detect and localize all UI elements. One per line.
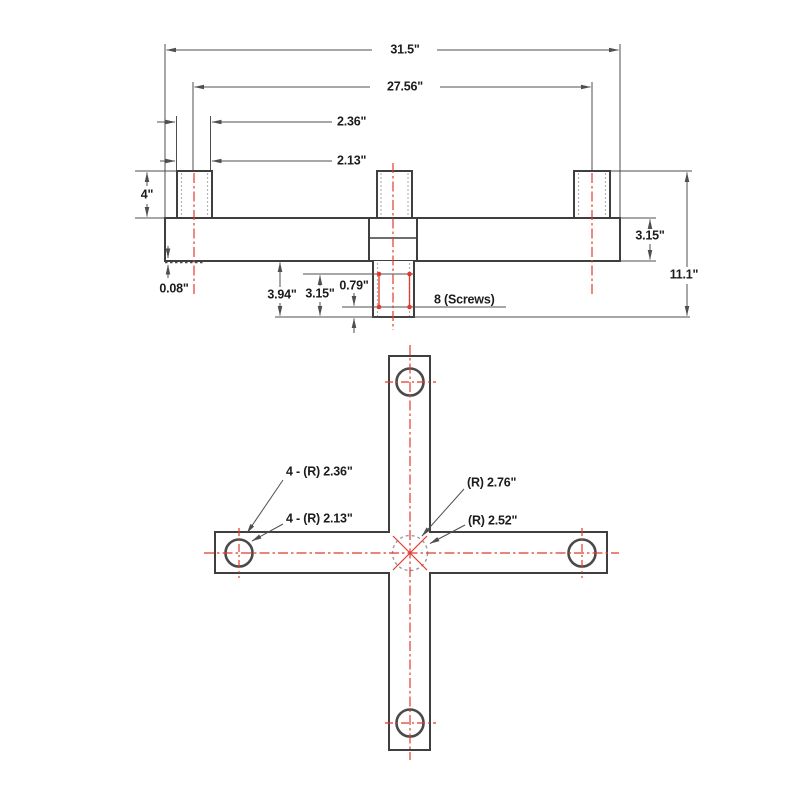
dim-label-overall-width: 31.5" — [387, 43, 423, 57]
radius-label-corner-inner: 4 - (R) 2.13" — [286, 511, 353, 526]
dim-label-overall-height: 11.1" — [666, 268, 702, 282]
radius-label-corner-outer: 4 - (R) 2.36" — [286, 464, 353, 479]
dim-label-center-width: 27.56" — [383, 80, 427, 94]
dimension-lines — [135, 44, 692, 333]
dim-label-pad-thickness: 0.08" — [159, 281, 189, 296]
centerlines — [193, 163, 619, 760]
dim-label-tube-outer: 2.36" — [337, 114, 367, 129]
dim-label-tube-inner: 2.13" — [337, 153, 367, 168]
center-tube — [376, 170, 413, 217]
dim-label-plate-thickness: 3.15" — [632, 229, 668, 243]
radius-label-center-outer: (R) 2.76" — [467, 475, 517, 490]
dim-label-boss-depth-outer: 3.94" — [264, 288, 300, 302]
screw-markers — [376, 271, 412, 310]
dim-label-tube-height: 4" — [137, 188, 157, 202]
note-screws: 8 (Screws) — [434, 292, 495, 307]
leader-lines — [246, 479, 466, 544]
dim-label-boss-depth-inner: 3.15" — [302, 287, 338, 301]
radius-label-center-inner: (R) 2.52" — [468, 513, 518, 528]
dim-label-screw-offset: 0.79" — [339, 278, 369, 293]
